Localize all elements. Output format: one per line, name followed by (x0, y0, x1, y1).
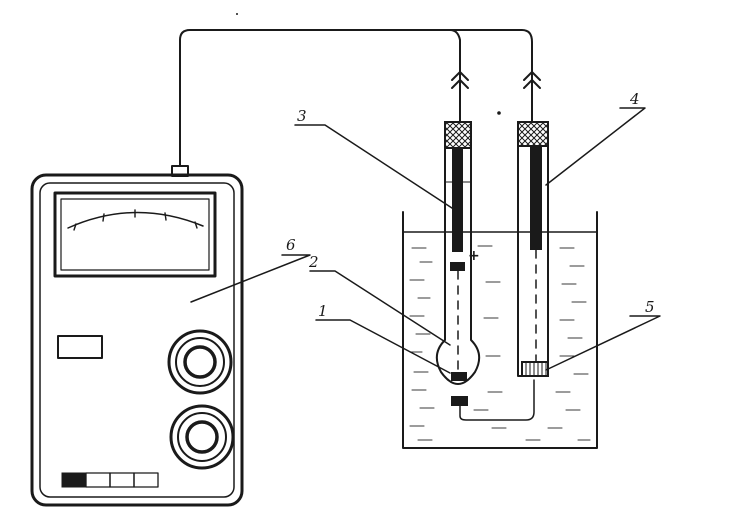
label-4: 4 (629, 90, 640, 108)
glass-electrode-core (452, 148, 463, 252)
label-3: 3 (297, 107, 307, 125)
scan-speck (497, 111, 501, 115)
meter-button-row (61, 472, 159, 488)
meter-button-4[interactable] (133, 472, 159, 488)
meter-scale-ticks (73, 209, 198, 231)
meter-dial-window (53, 191, 217, 278)
reference-electrode-cap (517, 121, 549, 147)
label-2: 2 (308, 253, 319, 271)
meter-case-inner (39, 182, 235, 498)
leader-lines (190, 107, 661, 374)
glass-bulb-insert (451, 372, 467, 381)
connecting-wires (179, 29, 533, 167)
label-6: 6 (286, 236, 296, 254)
polarity-plus-sign: + (468, 248, 480, 264)
meter-button-3[interactable] (109, 472, 135, 488)
reference-electrode-core (530, 146, 542, 250)
solution-hatching (409, 245, 591, 441)
glass-electrode: + (435, 121, 535, 421)
meter-case-outer (30, 173, 244, 507)
glass-electrode-cap (444, 121, 472, 149)
plug-connectors (451, 71, 541, 89)
meter-display (57, 335, 103, 359)
ph-meter (30, 165, 244, 507)
bottom-electrode (451, 396, 468, 406)
meter-button-1[interactable] (61, 472, 87, 488)
scan-speck (236, 13, 238, 15)
beaker (402, 211, 598, 449)
label-5: 5 (645, 298, 655, 316)
knob-lower[interactable] (169, 404, 235, 470)
label-1: 1 (318, 302, 328, 320)
knob-upper[interactable] (167, 329, 233, 395)
reference-electrode (517, 121, 549, 377)
glass-electrode-junction (450, 262, 465, 271)
meter-button-2[interactable] (85, 472, 111, 488)
